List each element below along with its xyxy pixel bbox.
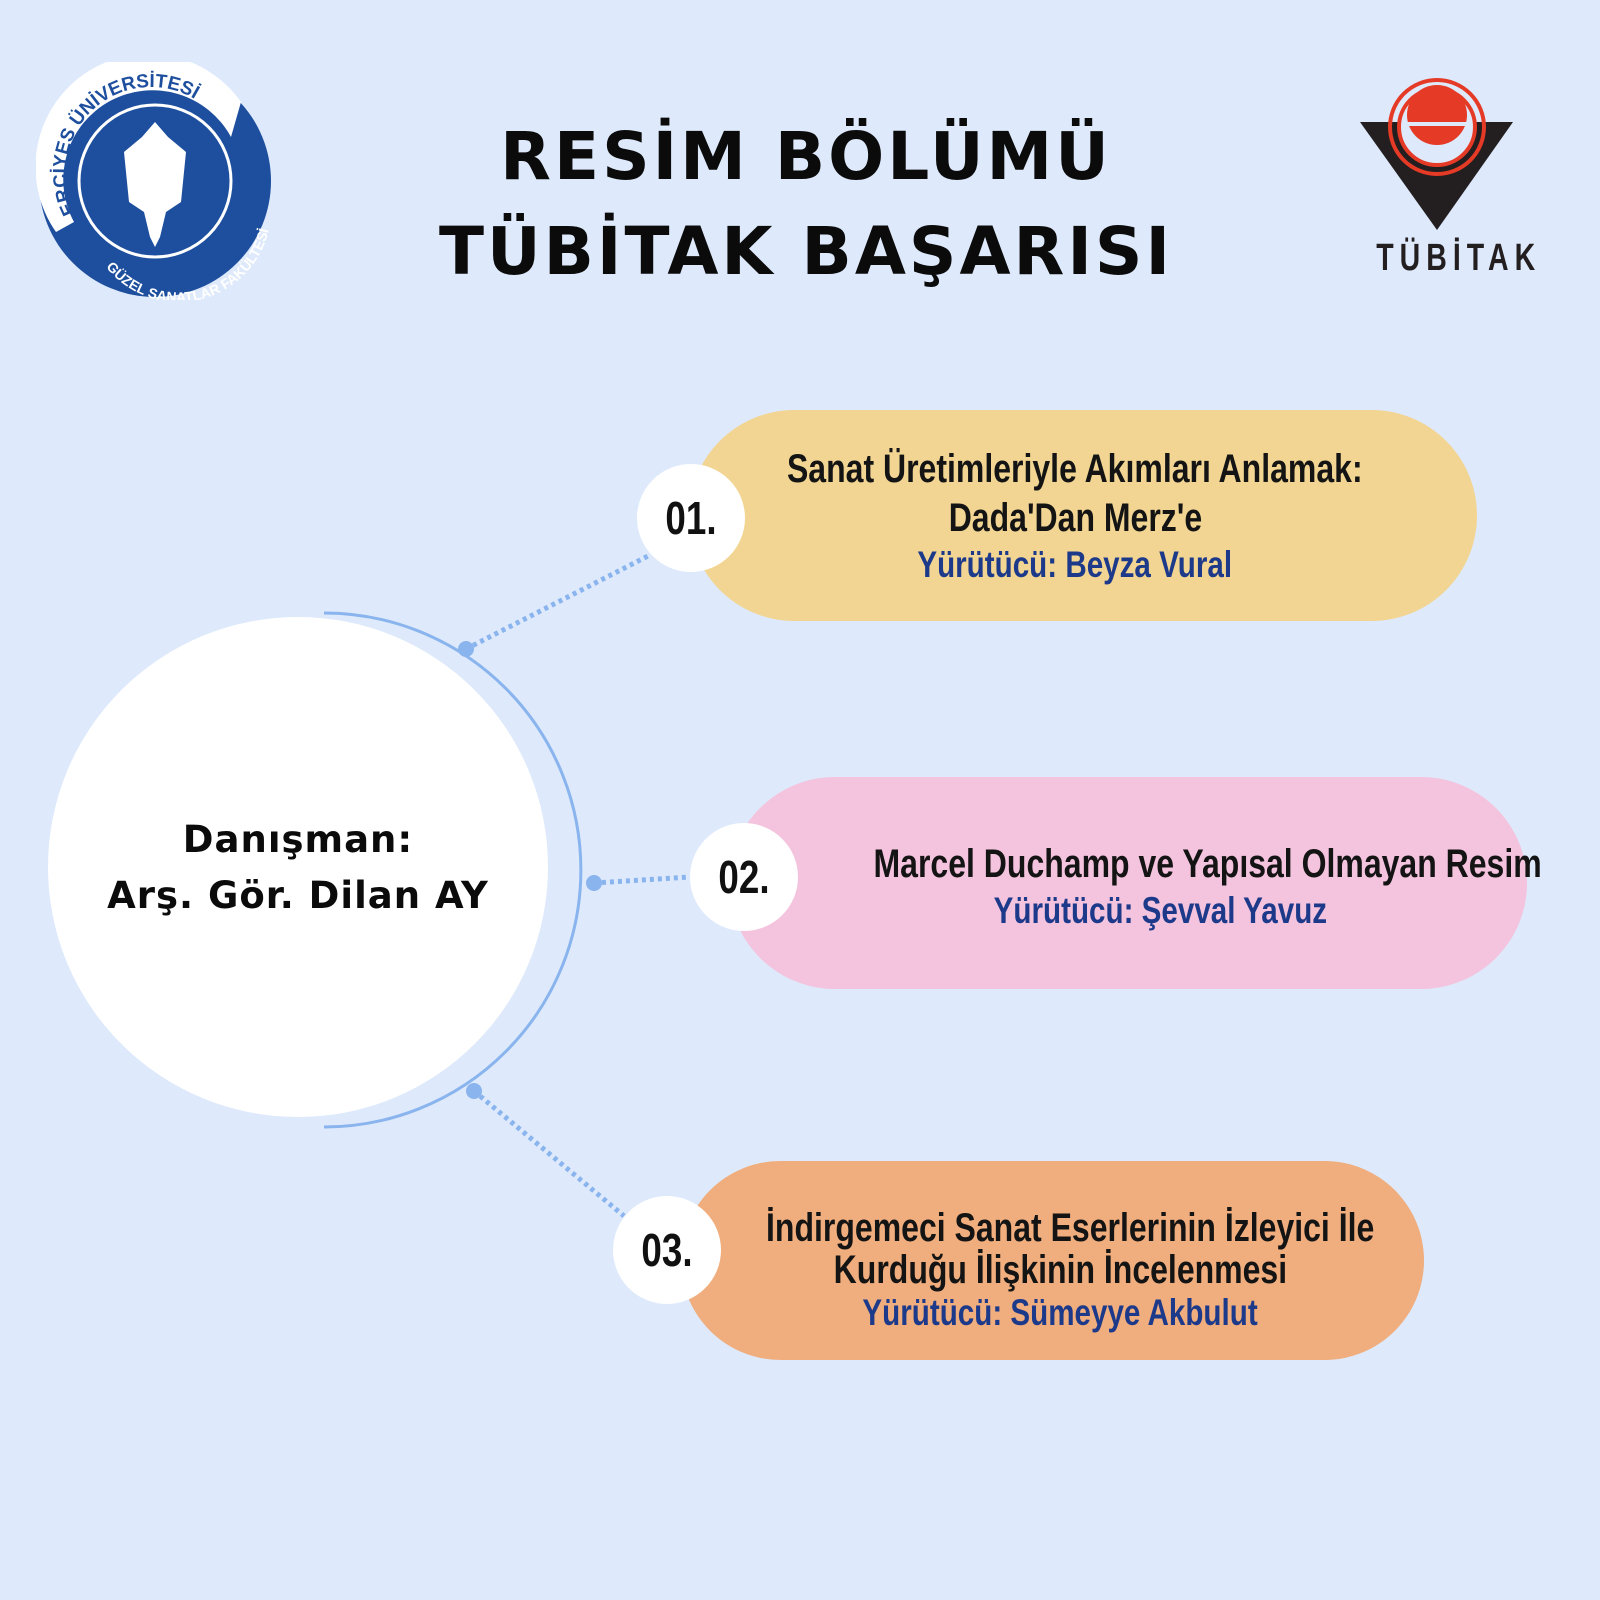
connector-line-3 — [472, 1089, 626, 1218]
page-title-line2: TÜBİTAK BAŞARISI — [438, 213, 1174, 290]
project-text-3: İndirgemeci Sanat Eserlerinin İzleyici İ… — [690, 1207, 1430, 1335]
project-card-3 — [681, 1161, 1424, 1360]
connector-line-2 — [593, 874, 690, 886]
project-number-1: 01. — [637, 464, 745, 572]
advisor-info: Danışman: Arş. Gör. Dilan AY — [48, 812, 548, 924]
project-lead-2: Yürütücü: Şevval Yavuz — [993, 890, 1327, 931]
page-title-line1: RESİM BÖLÜMÜ — [500, 118, 1112, 195]
project-card-2 — [729, 777, 1527, 989]
project-title-1-line1: Sanat Üretimleriyle Akımları Anlamak: — [787, 447, 1363, 491]
connector-dot-2 — [586, 875, 602, 891]
connector-dot-3 — [466, 1083, 482, 1099]
project-card-1 — [689, 410, 1477, 621]
advisor-arc — [323, 611, 583, 1129]
project-title-3-line1: İndirgemeci Sanat Eserlerinin İzleyici İ… — [766, 1206, 1375, 1250]
university-logo: ERCİYES ÜNİVERSİTESİ GÜZEL SANATLAR FAKÜ… — [35, 53, 274, 305]
connector-line-1 — [464, 553, 650, 652]
project-number-3: 03. — [613, 1196, 721, 1304]
project-lead-1: Yürütücü: Beyza Vural — [917, 544, 1233, 585]
connector-dot-1 — [458, 641, 474, 657]
tubitak-logo: TÜBİTAK — [1355, 70, 1535, 290]
advisor-name: Arş. Gör. Dilan AY — [107, 874, 489, 917]
project-text-1: Sanat Üretimleriyle Akımları Anlamak: Da… — [700, 445, 1450, 587]
advisor-circle — [48, 617, 548, 1117]
project-title-1-line2: Dada'Dan Merz'e — [948, 496, 1202, 540]
project-title-3-line2: Kurduğu İlişkinin İncelenmesi — [833, 1248, 1287, 1292]
project-number-2: 02. — [690, 823, 798, 931]
project-lead-3: Yürütücü: Sümeyye Akbulut — [862, 1292, 1258, 1333]
advisor-label: Danışman: — [182, 818, 414, 861]
project-text-2: Marcel Duchamp ve Yapısal Olmayan Resim … — [790, 840, 1542, 933]
project-title-2: Marcel Duchamp ve Yapısal Olmayan Resim — [873, 842, 1542, 886]
